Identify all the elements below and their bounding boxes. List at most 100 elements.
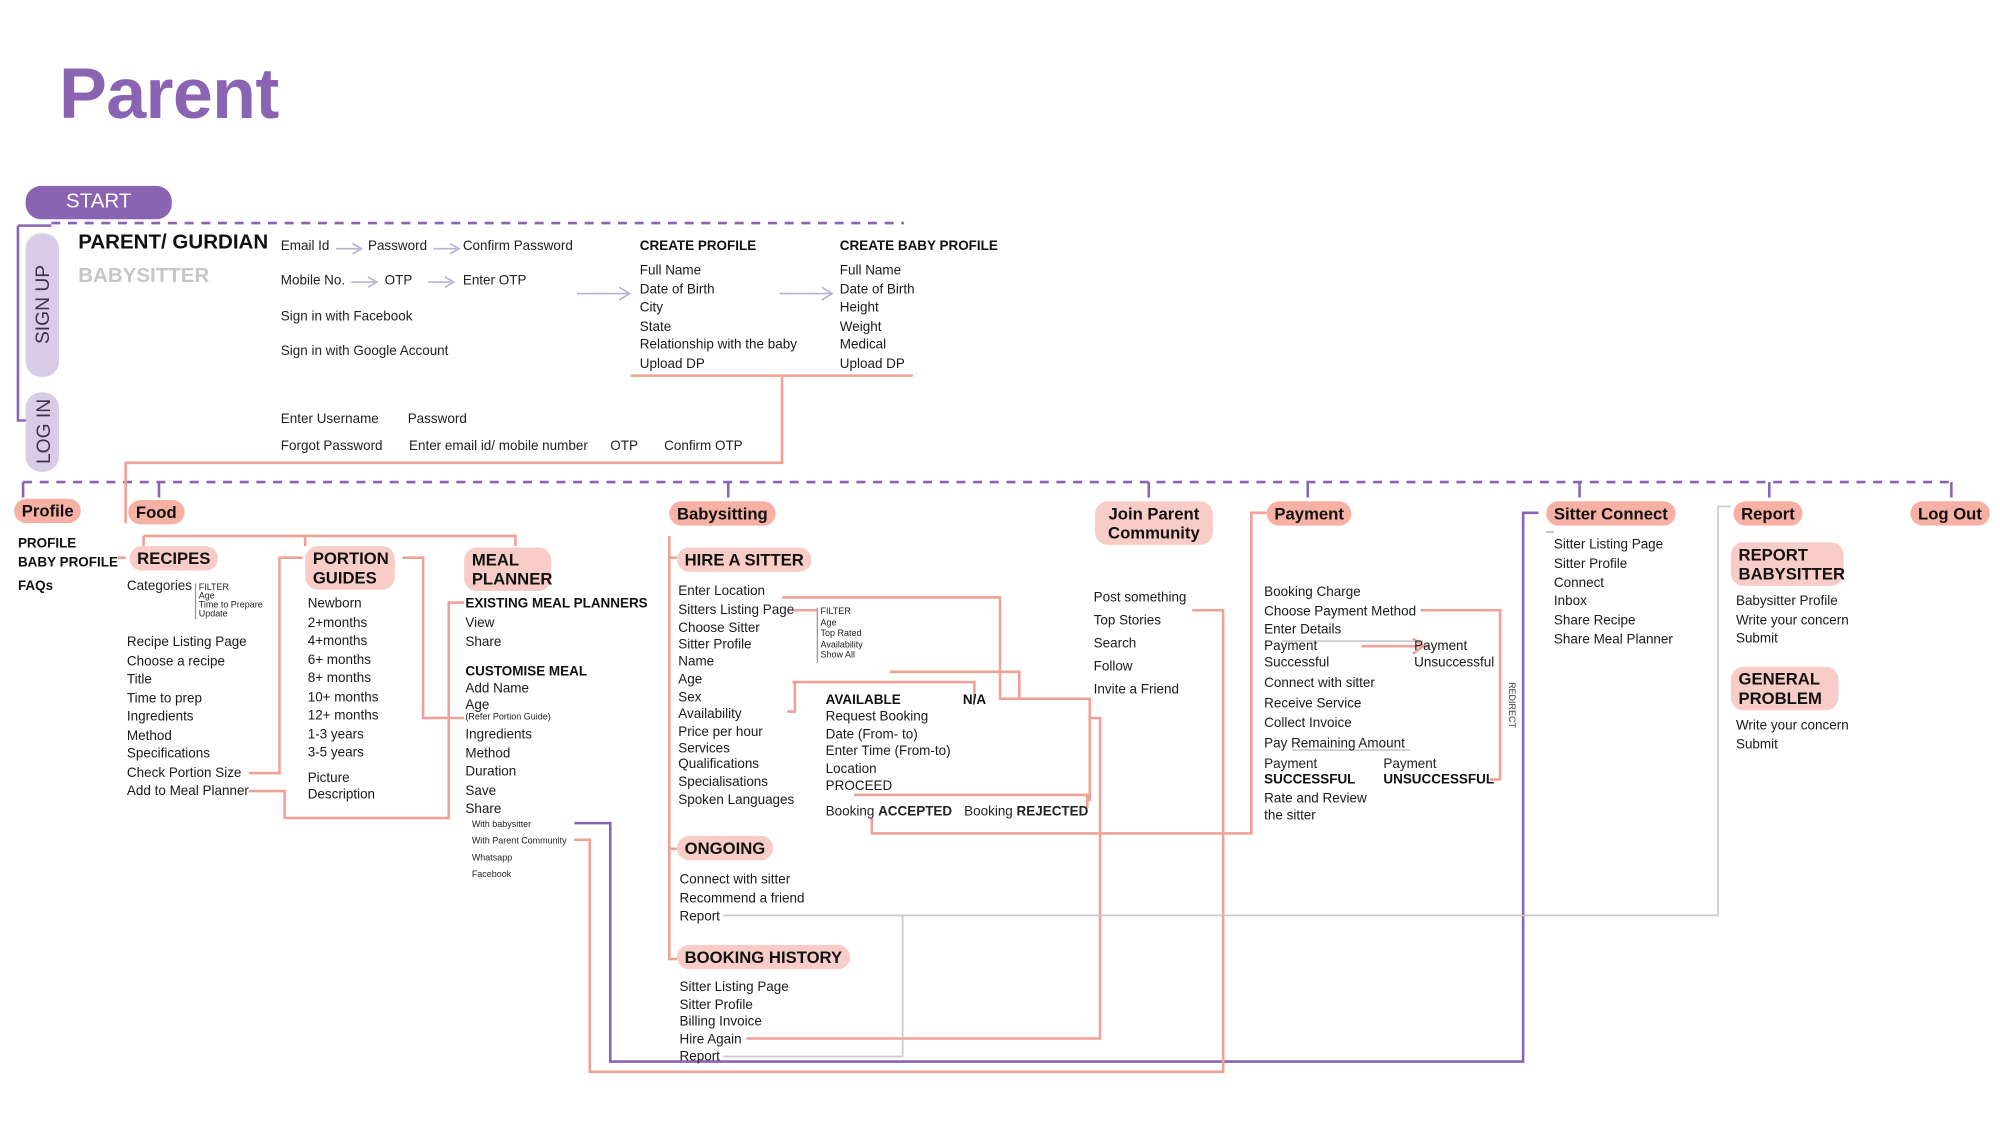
- list-item[interactable]: View: [465, 615, 495, 631]
- list-item[interactable]: Share Meal Planner: [1553, 632, 1673, 648]
- list-item[interactable]: Post something: [1093, 589, 1187, 606]
- ongoing-header[interactable]: ONGOING: [676, 835, 773, 861]
- list-item[interactable]: Sitter Profile: [679, 996, 753, 1013]
- list-item[interactable]: Babysitter Profile: [1735, 593, 1838, 609]
- list-item[interactable]: Choose a recipe: [126, 653, 225, 669]
- general-problem-header[interactable]: GENERAL PROBLEM: [1730, 666, 1839, 711]
- list-item[interactable]: City: [639, 300, 663, 316]
- role-parent[interactable]: PARENT/ GURDIAN: [78, 232, 269, 254]
- proceed-button[interactable]: PROCEED: [825, 778, 893, 794]
- list-item[interactable]: Share Recipe: [1553, 613, 1636, 629]
- email-id-field[interactable]: Email Id: [280, 238, 330, 254]
- list-item[interactable]: Share: [465, 801, 502, 817]
- report-babysitter-header[interactable]: REPORT BABYSITTER: [1730, 542, 1845, 586]
- list-item[interactable]: Sitter Listing Page: [1553, 537, 1664, 553]
- google-signin[interactable]: Sign in with Google Account: [280, 343, 449, 359]
- confirm-otp-button[interactable]: Confirm OTP: [664, 438, 743, 454]
- list-item[interactable]: Invite a Friend: [1093, 682, 1179, 698]
- enter-username-field[interactable]: Enter Username: [280, 411, 379, 427]
- recovery-contact-field[interactable]: Enter email id/ mobile number: [408, 438, 588, 454]
- hire-a-sitter-header[interactable]: HIRE A SITTER: [676, 547, 812, 572]
- list-item[interactable]: Report: [679, 909, 720, 925]
- list-item[interactable]: Relationship with the baby: [639, 337, 797, 353]
- list-item[interactable]: Height: [839, 300, 879, 316]
- list-item[interactable]: 12+ months: [307, 707, 379, 724]
- list-item[interactable]: State: [639, 318, 672, 334]
- share-with-community[interactable]: With Parent Community: [471, 837, 567, 847]
- profile-link[interactable]: PROFILE: [17, 535, 77, 552]
- enter-otp-field[interactable]: Enter OTP: [462, 273, 527, 289]
- list-item[interactable]: Write your concern: [1735, 717, 1849, 734]
- list-item[interactable]: Full Name: [839, 262, 902, 279]
- nav-profile[interactable]: Profile: [14, 498, 82, 524]
- login-otp-field[interactable]: OTP: [610, 438, 638, 454]
- list-item[interactable]: Duration: [465, 764, 517, 780]
- list-item[interactable]: Weight: [839, 318, 882, 334]
- list-item[interactable]: Inbox: [1553, 594, 1587, 610]
- list-item[interactable]: Method: [465, 745, 511, 761]
- forgot-password-link[interactable]: Forgot Password: [280, 438, 383, 454]
- list-item[interactable]: Enter Location: [678, 583, 766, 599]
- list-item[interactable]: Add Name: [465, 680, 530, 697]
- list-item[interactable]: 10+ months: [307, 689, 379, 705]
- role-babysitter[interactable]: BABYSITTER: [78, 265, 210, 288]
- list-item[interactable]: Submit: [1735, 630, 1778, 647]
- list-item[interactable]: 8+ months: [307, 670, 371, 686]
- existing-meal-planners-title[interactable]: EXISTING MEAL PLANNERS: [465, 596, 648, 612]
- list-item[interactable]: Upload DP: [639, 355, 705, 372]
- list-item[interactable]: Sitter Profile: [1553, 556, 1628, 572]
- nav-payment[interactable]: Payment: [1266, 501, 1352, 526]
- login-password-field[interactable]: Password: [407, 411, 467, 427]
- list-item[interactable]: Collect Invoice: [1264, 715, 1352, 731]
- list-item[interactable]: 6+ months: [307, 651, 371, 668]
- list-item[interactable]: Follow: [1093, 658, 1133, 675]
- filter-option[interactable]: Top Rated: [820, 629, 862, 639]
- categories-label[interactable]: Categories: [126, 578, 193, 594]
- list-item[interactable]: Connect: [1553, 575, 1605, 591]
- list-item[interactable]: Connect with sitter: [679, 871, 791, 888]
- time-range-field[interactable]: Enter Time (From-to): [825, 743, 951, 760]
- list-item[interactable]: Medical: [839, 337, 887, 353]
- password-field[interactable]: Password: [367, 238, 428, 254]
- filter-option[interactable]: Update: [198, 610, 228, 620]
- location-field[interactable]: Location: [825, 760, 877, 777]
- filter-option[interactable]: Show All: [820, 651, 855, 661]
- share-facebook[interactable]: Facebook: [471, 870, 512, 880]
- rate-review-sitter[interactable]: Rate and Review the sitter: [1264, 791, 1367, 824]
- list-item[interactable]: Recommend a friend: [679, 890, 805, 906]
- list-item[interactable]: Upload DP: [839, 355, 905, 372]
- list-item[interactable]: 2+months: [307, 614, 368, 631]
- list-item[interactable]: Connect with sitter: [1264, 675, 1375, 692]
- list-item[interactable]: 3-5 years: [307, 744, 364, 761]
- confirm-password-field[interactable]: Confirm Password: [462, 238, 573, 254]
- list-item[interactable]: Choose Payment Method: [1264, 603, 1417, 619]
- faqs-link[interactable]: FAQs: [17, 578, 54, 594]
- check-portion-size-link[interactable]: Check Portion Size: [126, 764, 242, 781]
- nav-babysitting[interactable]: Babysitting: [669, 501, 776, 526]
- start-pill[interactable]: START: [25, 185, 172, 220]
- list-item[interactable]: Choose Sitter: [678, 620, 760, 636]
- portion-guides-header[interactable]: PORTION GUIDES: [305, 546, 395, 590]
- list-item[interactable]: Age: [465, 696, 490, 713]
- list-item[interactable]: Full Name: [639, 262, 702, 279]
- filter-option[interactable]: Availability: [820, 640, 863, 650]
- signup-tab[interactable]: SIGN UP: [25, 233, 59, 377]
- list-item[interactable]: Ingredients: [465, 726, 533, 743]
- meal-planner-header[interactable]: MEAL PLANNER: [464, 547, 552, 592]
- list-item[interactable]: Sitter Listing Page: [679, 979, 789, 995]
- recipes-header[interactable]: RECIPES: [129, 546, 219, 571]
- list-item[interactable]: Hire Again: [679, 1031, 742, 1047]
- nav-food[interactable]: Food: [128, 500, 185, 525]
- share-whatsapp[interactable]: Whatsapp: [471, 853, 513, 863]
- list-item[interactable]: Submit: [1735, 736, 1778, 752]
- list-item[interactable]: Save: [465, 782, 497, 799]
- list-item[interactable]: 1-3 years: [307, 726, 364, 742]
- date-range-field[interactable]: Date (From- to): [825, 726, 918, 742]
- request-booking-button[interactable]: Request Booking: [825, 709, 929, 725]
- list-item[interactable]: 4+months: [307, 633, 368, 649]
- add-to-meal-planner-link[interactable]: Add to Meal Planner: [126, 783, 249, 799]
- login-tab[interactable]: LOG IN: [25, 392, 59, 472]
- list-item[interactable]: Top Stories: [1093, 612, 1161, 629]
- list-item[interactable]: Search: [1093, 635, 1137, 652]
- baby-profile-link[interactable]: BABY PROFILE: [17, 555, 118, 571]
